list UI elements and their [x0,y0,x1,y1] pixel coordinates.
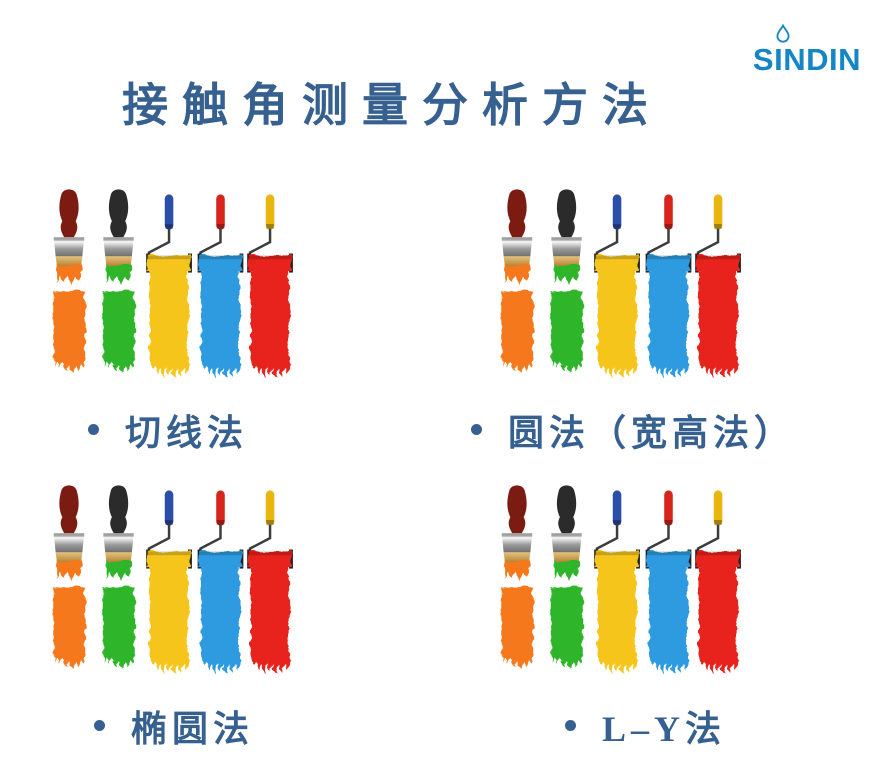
page-title: 接触角测量分析方法 [122,80,662,131]
method-cell-ellipse: 椭圆法 [0,455,438,751]
bullet-dot [565,720,576,732]
water-droplet-icon [776,24,790,43]
method-cell-tangent: 切线法 [0,159,438,455]
paint-brushes-illustration [493,183,743,385]
method-item: 椭圆法 [94,701,438,751]
method-label: 切线法 [125,412,249,453]
method-label: L–Y法 [602,708,727,749]
method-label: 圆法（宽高法） [508,412,796,453]
method-label: 椭圆法 [131,708,255,749]
method-item: 切线法 [88,405,438,455]
method-item: 圆法（宽高法） [471,405,877,455]
brand-name: SINDIN [752,42,861,77]
paint-brushes-illustration [493,479,743,681]
paint-brushes-illustration [45,479,295,681]
method-cell-circle: 圆法（宽高法） [438,159,877,455]
bullet-dot [88,424,99,436]
brand-logo: SINDIN [753,24,861,75]
method-item: L–Y法 [565,701,877,751]
method-grid: 切线法 圆法（宽高法） 椭圆法 L–Y法 [0,159,877,751]
method-cell-ly: L–Y法 [438,455,877,751]
bullet-dot [471,424,482,436]
bullet-dot [94,720,105,732]
paint-brushes-illustration [45,183,295,385]
